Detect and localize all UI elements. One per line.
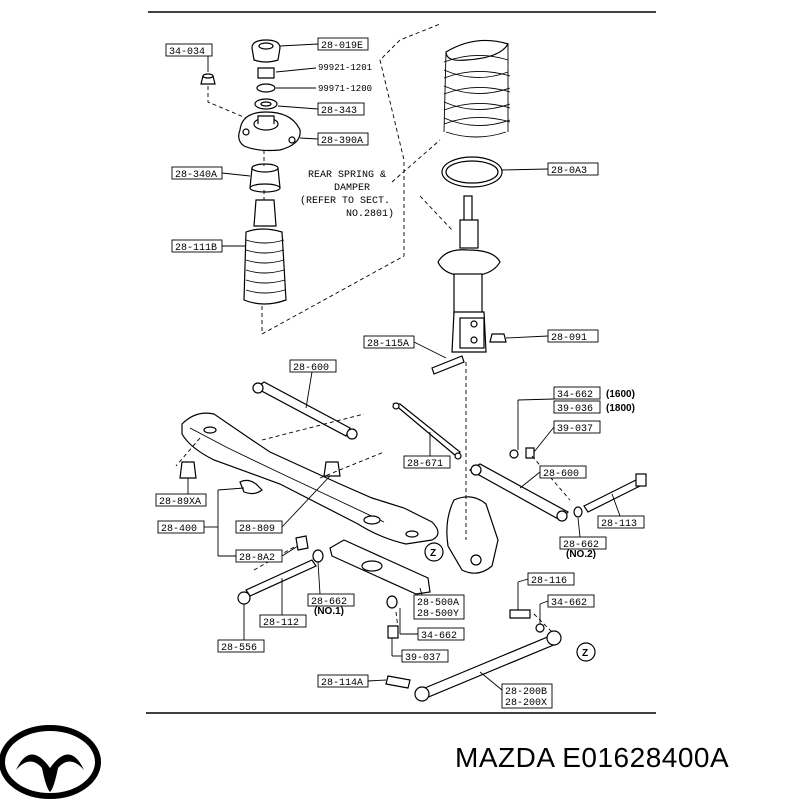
label-28-343: 28-343 xyxy=(321,106,357,117)
label-28-809: 28-809 xyxy=(239,524,275,535)
note-1600: (1600) xyxy=(606,389,635,400)
label-28-200X: 28-200X xyxy=(505,698,547,709)
label-34-034: 34-034 xyxy=(169,47,205,58)
washer-34-662-b xyxy=(535,623,545,633)
label-28-8A2: 28-8A2 xyxy=(239,553,275,564)
label-39-037-upper: 39-037 xyxy=(557,424,593,435)
note-rear-spring-1: REAR SPRING & xyxy=(308,170,386,181)
note-rear-spring-3: (REFER TO SECT. xyxy=(300,195,390,207)
label-28-116: 28-116 xyxy=(531,576,567,587)
lateral-link-upper xyxy=(252,381,358,440)
label-34-662-1600: 34-662 xyxy=(557,390,593,401)
label-39-037-lower: 39-037 xyxy=(405,653,441,664)
label-28-671: 28-671 xyxy=(407,459,443,470)
nut-28-8A2 xyxy=(295,535,309,551)
note-no1: (NO.1) xyxy=(314,606,344,617)
label-28-662-no1: 28-662 xyxy=(311,597,347,608)
label-28-111B: 28-111B xyxy=(175,243,217,254)
label-28-340A: 28-340A xyxy=(175,170,217,181)
spring-seat xyxy=(441,156,503,188)
damper xyxy=(437,195,501,353)
bolt-head xyxy=(635,473,647,487)
guide-line xyxy=(261,23,441,335)
z-marker-text: Z xyxy=(430,548,436,559)
crossmember xyxy=(181,412,439,545)
label-28-600-lower: 28-600 xyxy=(543,469,579,480)
label-34-662-rear: 34-662 xyxy=(551,598,587,609)
label-28-200B: 28-200B xyxy=(505,687,547,698)
note-no2: (NO.2) xyxy=(566,549,596,560)
link-28-671 xyxy=(392,402,462,460)
label-28-89XA: 28-89XA xyxy=(159,497,201,508)
mazda-logo xyxy=(0,725,101,799)
coil-spring xyxy=(443,39,511,138)
washer-28-662-no2 xyxy=(573,506,583,518)
label-28-114A: 28-114A xyxy=(321,678,363,689)
z-marker-text: Z xyxy=(582,648,588,659)
guide-line xyxy=(419,195,453,231)
washer-34-662-c xyxy=(386,595,398,609)
nut-28-809 xyxy=(323,461,341,477)
part-number-title: MAZDA E01628400A xyxy=(455,742,730,773)
label-28-112: 28-112 xyxy=(263,618,299,629)
label-28-500A: 28-500A xyxy=(417,598,459,609)
label-28-115A: 28-115A xyxy=(367,339,409,350)
z-marker xyxy=(424,542,444,562)
lower-link-28-200 xyxy=(414,630,562,702)
bolt-28-115A xyxy=(431,355,465,375)
bolt-28-113 xyxy=(583,477,645,513)
label-28-662-no2: 28-662 xyxy=(563,540,599,551)
label-28-400: 28-400 xyxy=(161,524,197,535)
washer-34-662 xyxy=(509,449,519,459)
bolt-28-89XA xyxy=(179,461,197,479)
note-1800: (1800) xyxy=(606,403,635,414)
label-28-113: 28-113 xyxy=(601,519,637,530)
washer-28-662 xyxy=(312,549,324,563)
label-28-556: 28-556 xyxy=(221,643,257,654)
z-marker xyxy=(576,642,596,662)
label-28-0A3: 28-0A3 xyxy=(551,166,587,177)
guide-line xyxy=(261,413,365,441)
lateral-link-lower xyxy=(468,463,569,522)
label-28-390A: 28-390A xyxy=(321,136,363,147)
label-28-019E: 28-019E xyxy=(321,41,363,52)
label-34-662-mid: 34-662 xyxy=(421,631,457,642)
trailing-link-28-500 xyxy=(329,539,431,595)
label-39-036-1800: 39-036 xyxy=(557,404,593,415)
strut-mount-parts xyxy=(200,39,301,305)
guide-line xyxy=(175,437,201,467)
labels: 34-034 28-019E 99921-1201 99971-1200 28-… xyxy=(155,37,645,709)
guide-line xyxy=(533,613,555,635)
label-99921-1201: 99921-1201 xyxy=(318,63,372,73)
guide-line xyxy=(395,611,399,629)
label-28-500Y: 28-500Y xyxy=(417,609,459,620)
guide-line xyxy=(319,451,385,479)
cap-28-556 xyxy=(237,591,251,605)
note-rear-spring-2: DAMPER xyxy=(334,183,370,194)
nut-28-091 xyxy=(489,333,507,343)
guide-line xyxy=(207,86,247,119)
bolt-28-116 xyxy=(509,609,531,619)
label-28-091: 28-091 xyxy=(551,333,587,344)
bolt-28-112 xyxy=(245,559,317,597)
knuckle xyxy=(446,496,499,574)
label-99971-1200: 99971-1200 xyxy=(318,84,372,94)
bolt-28-114A xyxy=(385,675,411,689)
label-28-600-upper: 28-600 xyxy=(293,363,329,374)
note-rear-spring-4: NO.2801) xyxy=(346,208,394,220)
nut-39-037-b xyxy=(387,625,399,639)
guide-line xyxy=(391,139,441,183)
